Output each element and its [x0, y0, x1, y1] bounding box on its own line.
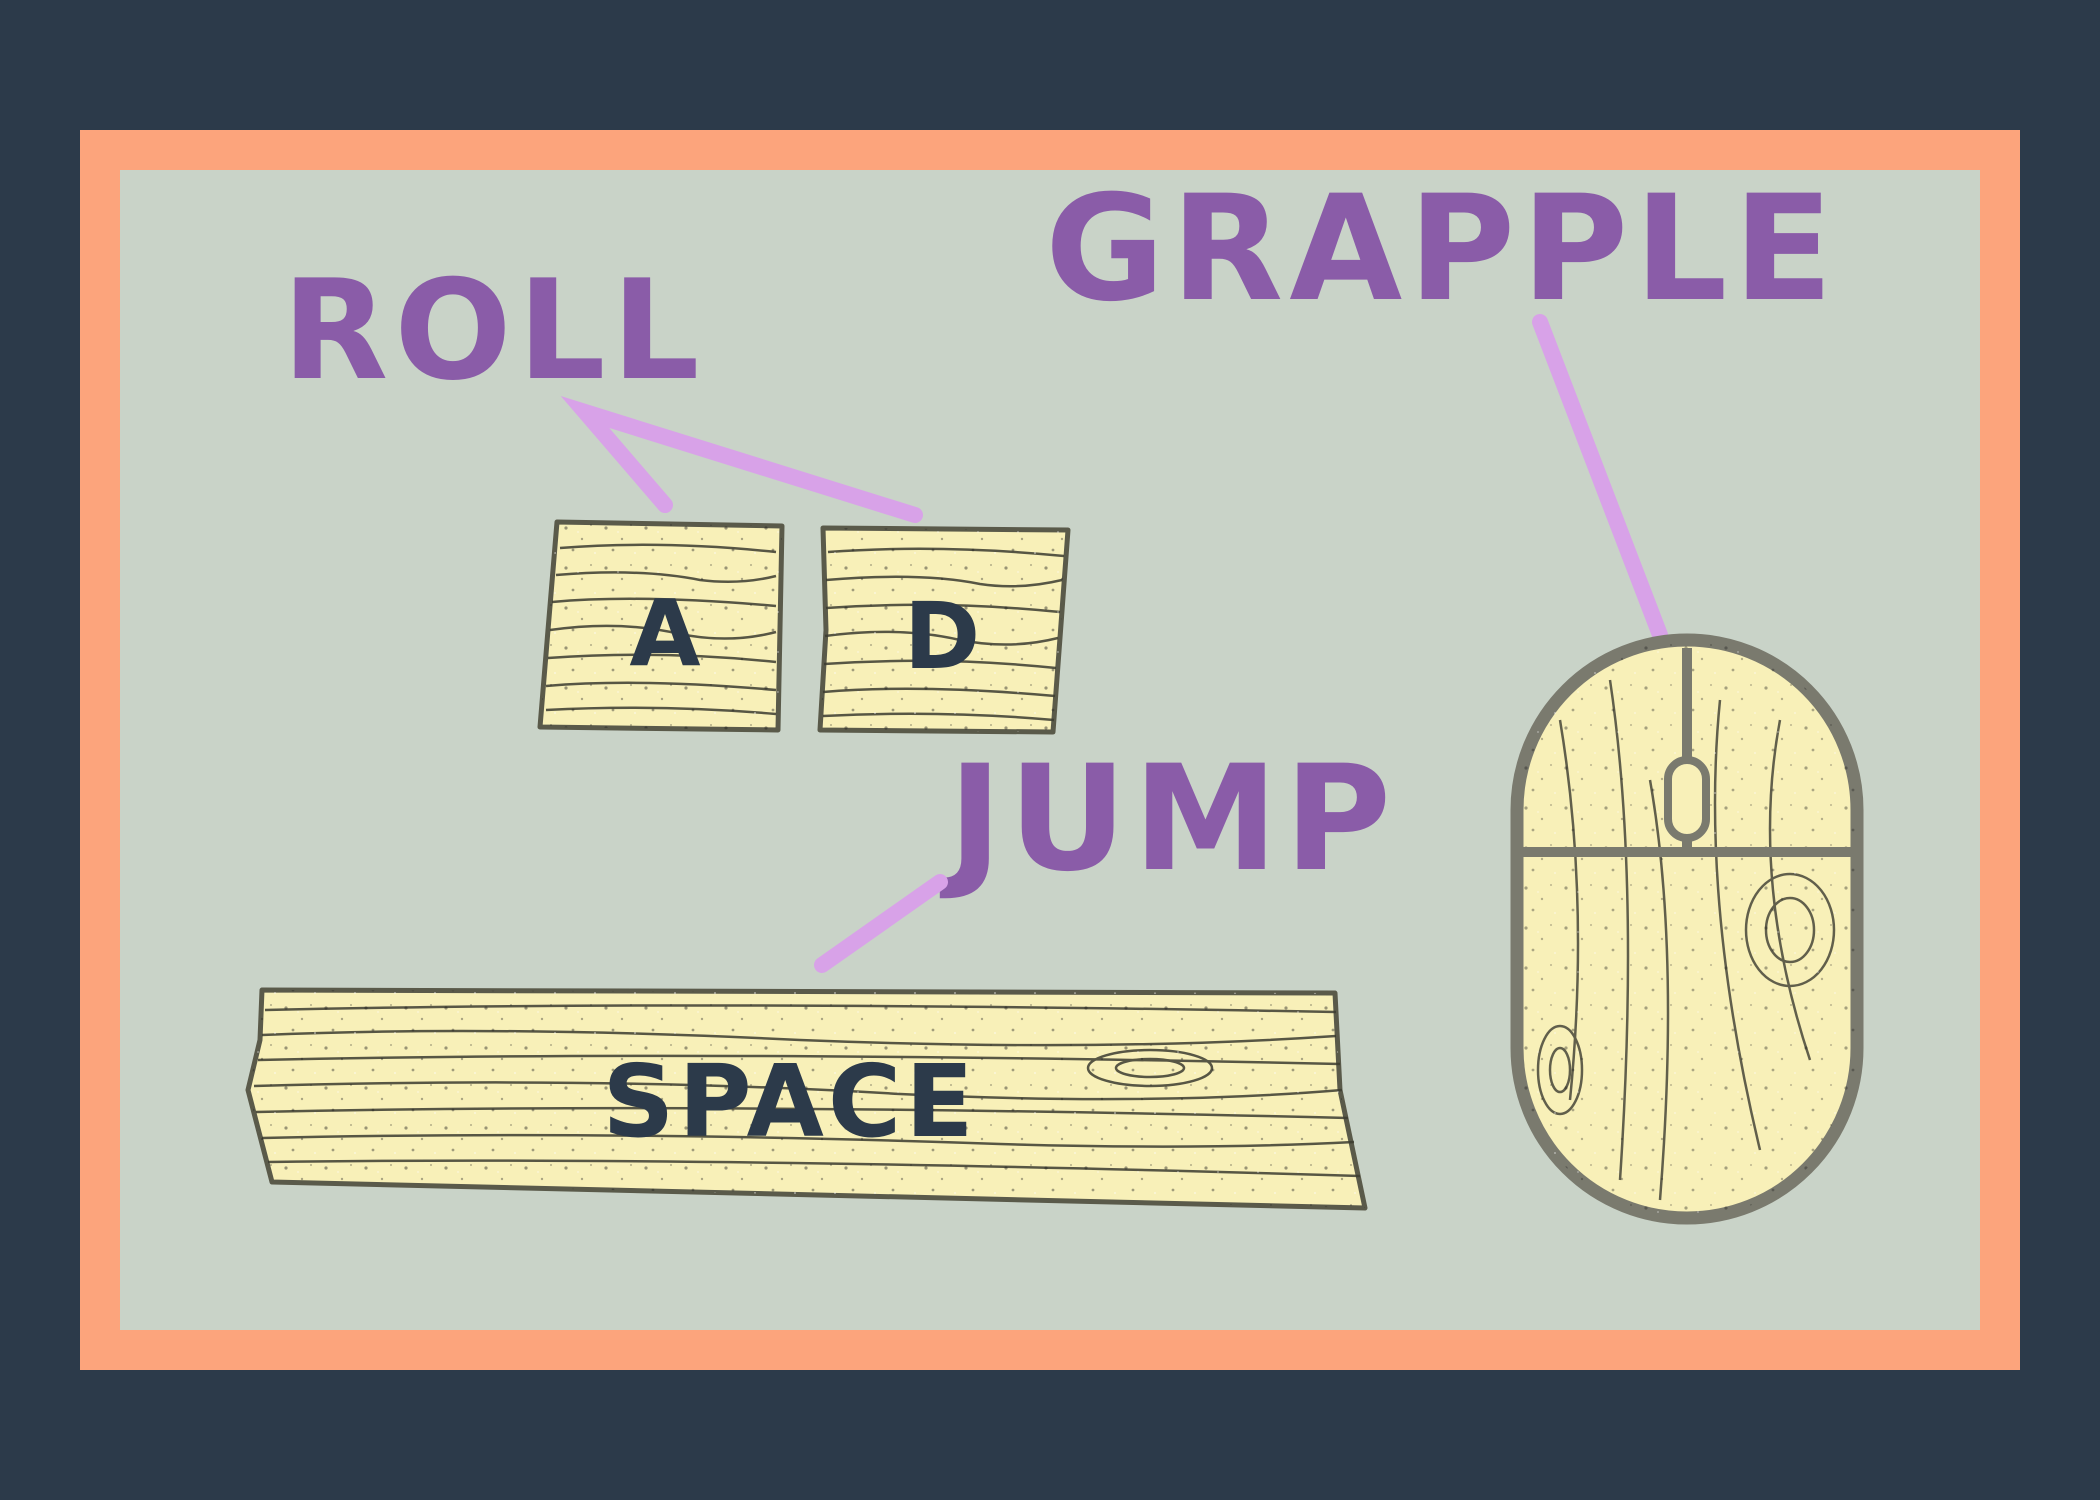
roll-pointer-line	[560, 396, 923, 523]
jump-label: JUMP	[948, 734, 1398, 904]
pointer-lines	[560, 314, 1668, 973]
key-d: D	[817, 525, 1071, 735]
key-a-label: A	[629, 580, 702, 687]
mouse-icon	[1510, 633, 1864, 1225]
key-space: SPACE	[245, 987, 1368, 1211]
key-a: A	[537, 519, 785, 733]
jump-pointer-line	[814, 874, 948, 973]
roll-label: ROLL	[282, 250, 706, 411]
key-space-label: SPACE	[602, 1043, 977, 1160]
grapple-label: GRAPPLE	[1045, 164, 1840, 334]
grapple-pointer-line	[1532, 314, 1668, 643]
mouse-scroll-wheel	[1664, 756, 1710, 842]
key-d-label: D	[904, 583, 982, 690]
